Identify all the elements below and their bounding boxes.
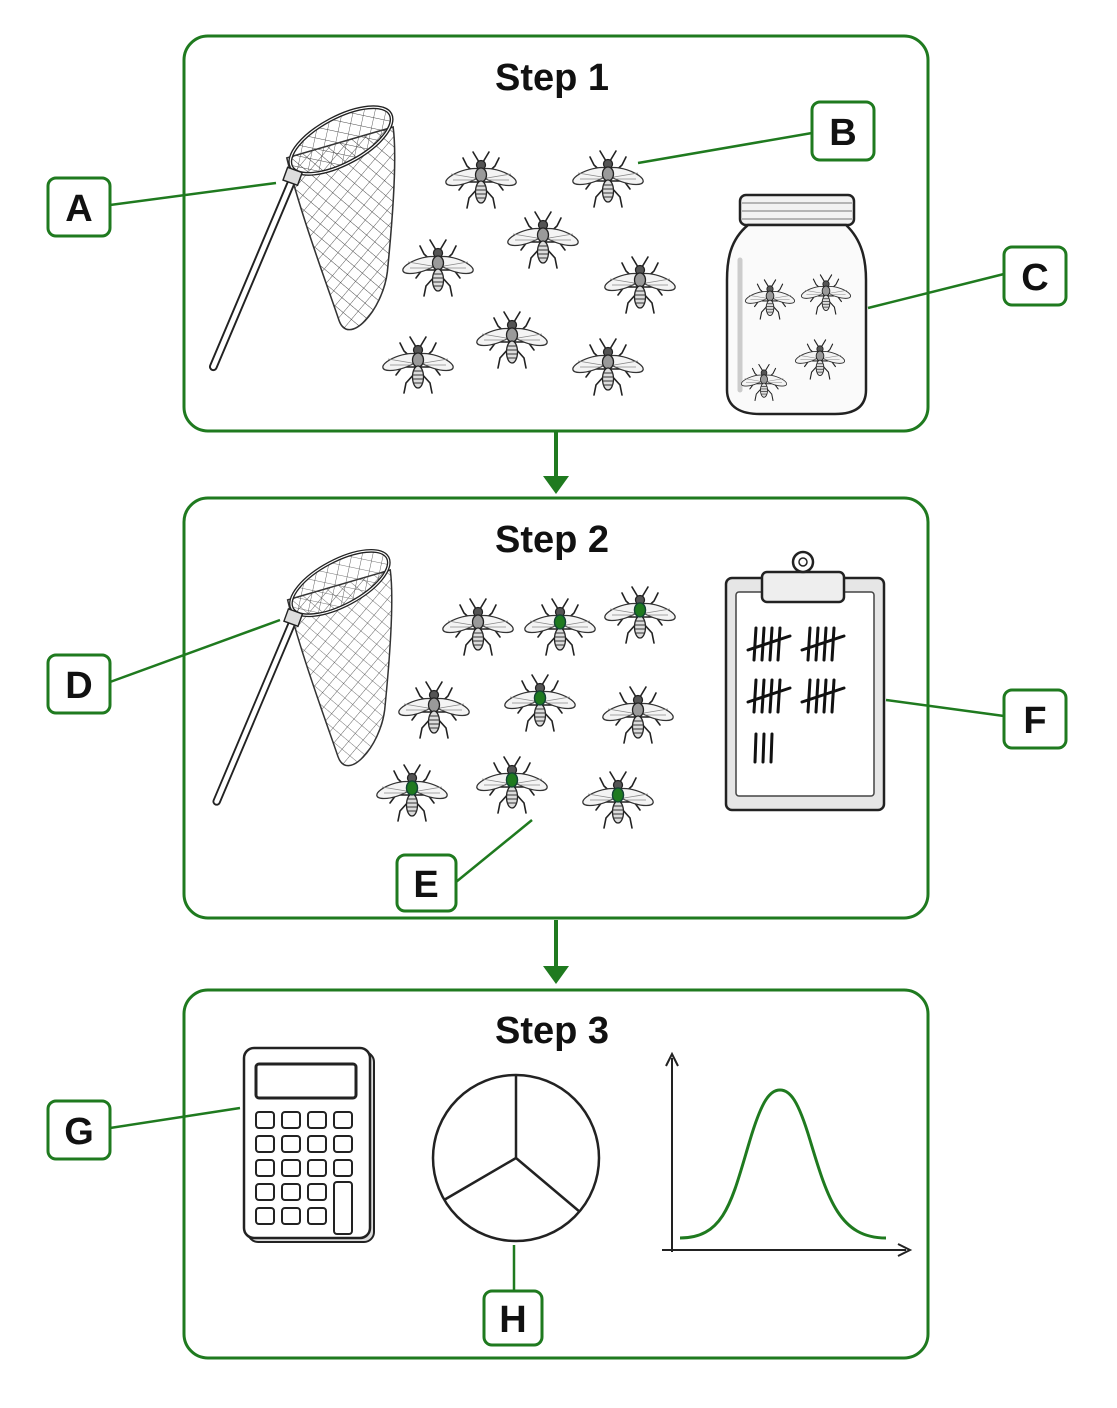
label-b: B [810, 100, 876, 162]
label-g: G [46, 1099, 112, 1161]
calculator-key [333, 1135, 353, 1153]
tally-marks [746, 626, 846, 764]
svg-text:H: H [499, 1299, 526, 1341]
calculator-key [281, 1159, 301, 1177]
calculator-key [333, 1159, 353, 1177]
calculator-key-large [333, 1181, 353, 1235]
calculator-key [255, 1207, 275, 1225]
calculator-key [307, 1159, 327, 1177]
svg-text:A: A [65, 188, 92, 230]
calculator-key [255, 1159, 275, 1177]
jar-icon [725, 193, 868, 416]
svg-text:G: G [64, 1111, 94, 1153]
step-2-panel: Step 2 [46, 496, 1068, 920]
clipboard-icon [724, 550, 886, 812]
calculator-key [281, 1135, 301, 1153]
calculator-key [307, 1111, 327, 1129]
svg-text:D: D [65, 665, 92, 707]
calculator-key [255, 1111, 275, 1129]
step-1-panel: Step 1 A [46, 34, 1068, 433]
calculator-key [307, 1135, 327, 1153]
svg-text:C: C [1021, 257, 1048, 299]
calculator-key [281, 1207, 301, 1225]
label-a: A [46, 176, 112, 238]
pie-chart-icon [431, 1073, 601, 1243]
step-2-title: Step 2 [495, 519, 609, 561]
bell-curve-icon [662, 1051, 913, 1257]
step-3-title: Step 3 [495, 1010, 609, 1052]
calculator-key [307, 1207, 327, 1225]
label-f: F [1002, 688, 1068, 750]
calculator-key [333, 1111, 353, 1129]
label-c: C [1002, 245, 1068, 307]
calculator-key [255, 1135, 275, 1153]
flow-arrow-2 [543, 920, 569, 984]
calculator-key [281, 1111, 301, 1129]
flow-arrow-1 [543, 432, 569, 494]
svg-text:F: F [1023, 700, 1046, 742]
calculator-icon [242, 1046, 375, 1243]
step-3-panel: Step 3 G H [46, 988, 930, 1360]
calculator-key [255, 1183, 275, 1201]
calculator-key [281, 1183, 301, 1201]
label-e: E [395, 853, 458, 913]
svg-text:E: E [413, 864, 438, 906]
label-h: H [482, 1289, 544, 1347]
label-d: D [46, 653, 112, 715]
step-1-title: Step 1 [495, 57, 609, 99]
svg-text:B: B [829, 112, 856, 154]
calculator-key [307, 1183, 327, 1201]
